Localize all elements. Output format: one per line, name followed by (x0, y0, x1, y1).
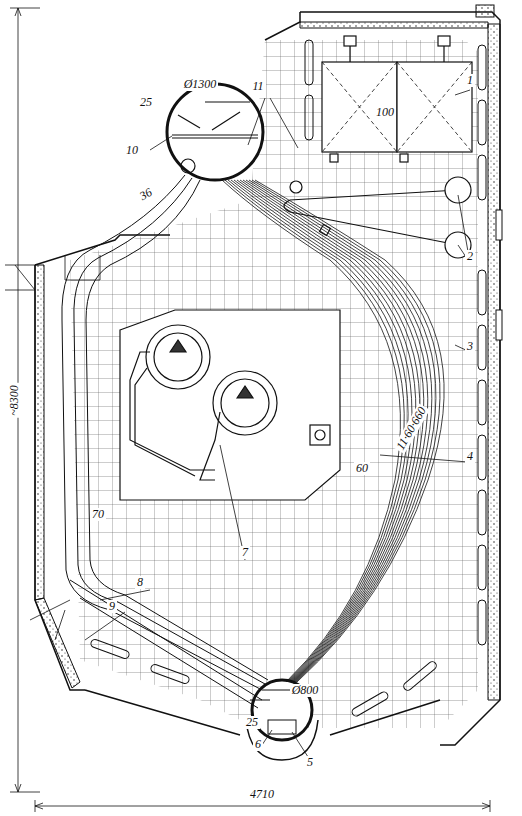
dimension: ~8300 (8, 383, 21, 418)
callout-number: 70 (90, 508, 106, 521)
callout-number: 10 (124, 144, 140, 157)
callout-number: Ø1300 (182, 78, 219, 91)
callout-number: 1 (465, 74, 475, 87)
callout-number: 9 (107, 600, 117, 613)
dimension: 4710 (248, 788, 276, 801)
callout-number: 11 (250, 80, 265, 93)
callout-number: 25 (244, 716, 260, 729)
callout-number: Ø800 (290, 684, 321, 697)
callout-number: 8 (135, 576, 145, 589)
callout-number: 2 (465, 250, 475, 263)
callout-number: 5 (305, 756, 315, 769)
callout-number: 4 (465, 450, 475, 463)
callout-number: 6 (253, 738, 263, 751)
callout-number: 25 (138, 96, 154, 109)
callout-number: 3 (465, 340, 475, 353)
callout-number: 100 (374, 106, 396, 119)
callout-number: 60 (354, 462, 370, 475)
callout-number: 36 (136, 184, 156, 203)
callout-number: 7 (240, 546, 250, 559)
